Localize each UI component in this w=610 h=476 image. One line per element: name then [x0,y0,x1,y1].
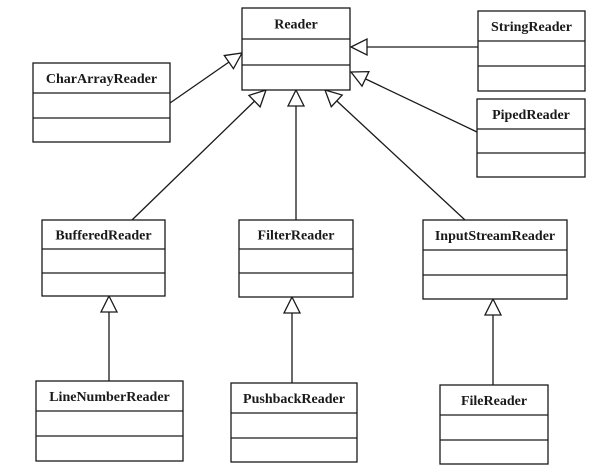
class-box-pushback-reader: PushbackReader [230,382,358,463]
inheritance-arrowhead-icon [223,52,244,70]
class-frame [238,219,354,298]
class-name: BufferedReader [55,229,151,244]
class-name: Reader [274,18,318,33]
class-box-string-reader: StringReader [477,10,586,92]
inheritance-line [336,100,466,221]
inheritance-arrowhead-icon [323,89,344,108]
class-box-buffered-reader: BufferedReader [41,219,166,297]
class-frame [241,7,351,91]
class-name: CharArrayReader [46,72,157,87]
class-frame [477,10,586,92]
inheritance-arrowhead-icon [247,88,268,109]
class-frame [35,380,184,462]
inheritance-arrowhead-icon [483,297,503,316]
inherits-buffered-reader-to-reader [131,88,268,221]
class-box-char-array-reader: CharArrayReader [32,62,171,143]
inherits-filter-reader-to-reader [286,88,306,220]
inherits-pushback-reader-to-filter-reader [282,295,302,383]
class-name: FileReader [461,394,527,409]
inherits-input-stream-reader-to-reader [323,89,466,221]
inheritance-arrowhead-icon [349,70,370,88]
class-name: PushbackReader [243,392,345,407]
class-name: InputStreamReader [435,229,555,244]
inheritance-line [131,100,255,221]
class-name: LineNumberReader [49,390,170,405]
class-frame [230,382,358,463]
inherits-char-array-reader-to-reader [169,52,244,104]
class-frame [439,384,549,465]
class-name: FilterReader [258,229,335,244]
class-frame [476,98,586,178]
class-frame [422,219,568,300]
inherits-string-reader-to-reader [349,37,478,57]
inheritance-arrowhead-icon [99,294,119,313]
inherits-piped-reader-to-reader [349,70,478,133]
inheritance-line [365,78,478,133]
class-box-file-reader: FileReader [439,384,549,465]
inheritance-arrowhead-icon [282,295,302,314]
inheritance-arrowhead-icon [349,37,368,57]
class-name: PipedReader [492,108,570,123]
class-name: StringReader [491,20,572,35]
class-box-filter-reader: FilterReader [238,219,354,298]
inheritance-edges [99,37,503,385]
class-frame [32,62,171,143]
class-frame [41,219,166,297]
class-box-piped-reader: PipedReader [476,98,586,178]
class-box-reader: Reader [241,7,351,91]
class-box-input-stream-reader: InputStreamReader [422,219,568,300]
inherits-line-number-reader-to-buffered-reader [99,294,119,381]
inheritance-arrowhead-icon [286,88,306,107]
class-nodes: Reader StringReaderCharArrayReaderPipedRe… [32,7,586,465]
inherits-file-reader-to-input-stream-reader [483,297,503,385]
inheritance-line [169,61,230,104]
class-box-line-number-reader: LineNumberReader [35,380,184,462]
